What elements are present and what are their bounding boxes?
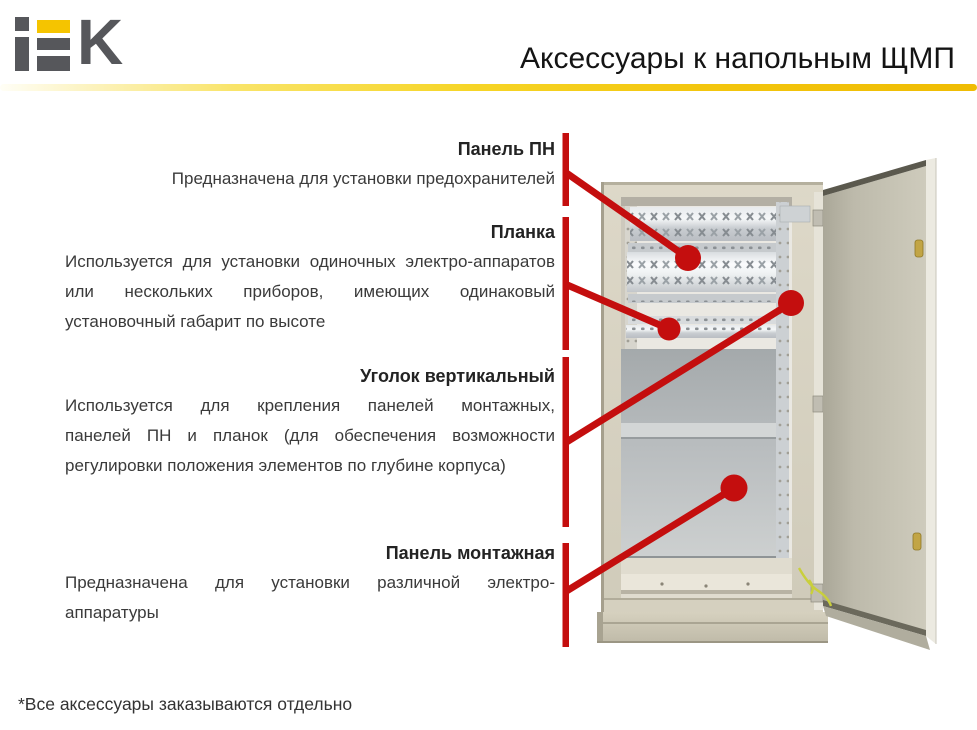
- dot-mounting-strip: [657, 317, 681, 341]
- cabinet-illustration: [562, 133, 937, 650]
- logo-i-bar: [15, 37, 29, 71]
- callout-heading: Уголок вертикальный: [360, 366, 555, 386]
- dot-fuse-panel: [675, 245, 701, 271]
- door-lock-icon: [912, 239, 924, 551]
- callout-text-line: Предназначена для установки предохраните…: [171, 169, 555, 188]
- mounting-panel: [621, 349, 778, 558]
- page-title: Аксессуары к напольным ЩМП: [520, 42, 955, 75]
- callout-text-line: или нескольких приборов, имеющих одинако…: [65, 282, 555, 301]
- callout-text-line: установочный габарит по высоте: [65, 312, 326, 331]
- fuse-panel-pn: [627, 207, 777, 303]
- callout-vertical-angle: Уголок вертикальный Используется для кре…: [65, 361, 555, 481]
- logo-e-yellow-bar: [37, 20, 70, 33]
- logo-letter-e: [37, 17, 70, 71]
- callout-text-line: Используется для крепления панелей монта…: [65, 396, 555, 415]
- callout-heading: Панель монтажная: [385, 543, 555, 563]
- callout-mounting-panel: Панель монтажная Предназначена для устан…: [65, 538, 555, 628]
- callout-text-line: аппаратуры: [65, 603, 159, 622]
- callout-heading: Панель ПН: [457, 139, 555, 159]
- cabinet-plinth: [597, 612, 828, 643]
- logo-e-mid-bar: [37, 38, 70, 50]
- vertical-angle: [776, 202, 789, 558]
- callout-panel-pn: Панель ПН Предназначена для установки пр…: [65, 134, 555, 194]
- callout-lines: [562, 133, 793, 647]
- callout-text-line: регулировки положения элементов по глуби…: [65, 456, 506, 475]
- cabinet-door: [797, 158, 937, 650]
- callout-planka: Планка Используется для установки одиноч…: [65, 217, 555, 337]
- ground-wire: [797, 567, 833, 607]
- callout-text-line: панелей ПН и планок (для обеспечения воз…: [65, 426, 555, 445]
- iek-logo: K: [15, 6, 123, 78]
- footnote: *Все аксессуары заказываются отдельно: [18, 694, 353, 714]
- header-divider: [0, 84, 977, 91]
- callout-text-line: Предназначена для установки различной эл…: [65, 573, 555, 592]
- dot-vertical-angle: [778, 290, 804, 316]
- callout-heading: Планка: [490, 222, 555, 242]
- callout-dots: [657, 245, 804, 502]
- callout-text-line: Используется для установки одиночных эле…: [65, 252, 555, 271]
- logo-i-dot: [15, 17, 29, 31]
- logo-letter-i: [15, 17, 29, 71]
- logo-e-bottom-bar: [37, 56, 70, 71]
- logo-letter-k: K: [77, 6, 123, 78]
- dot-mounting-panel: [720, 474, 748, 502]
- cabinet-body: [597, 182, 828, 643]
